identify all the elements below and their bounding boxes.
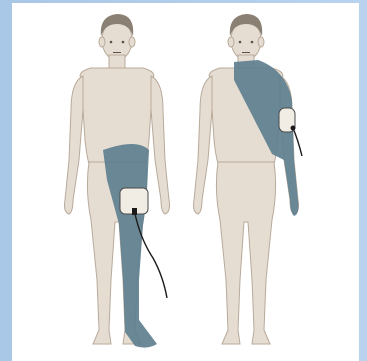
figure-left-pad-connector	[132, 208, 137, 215]
figure-right	[194, 14, 303, 344]
figure-left	[65, 14, 170, 348]
figure-right-wire	[293, 128, 302, 156]
